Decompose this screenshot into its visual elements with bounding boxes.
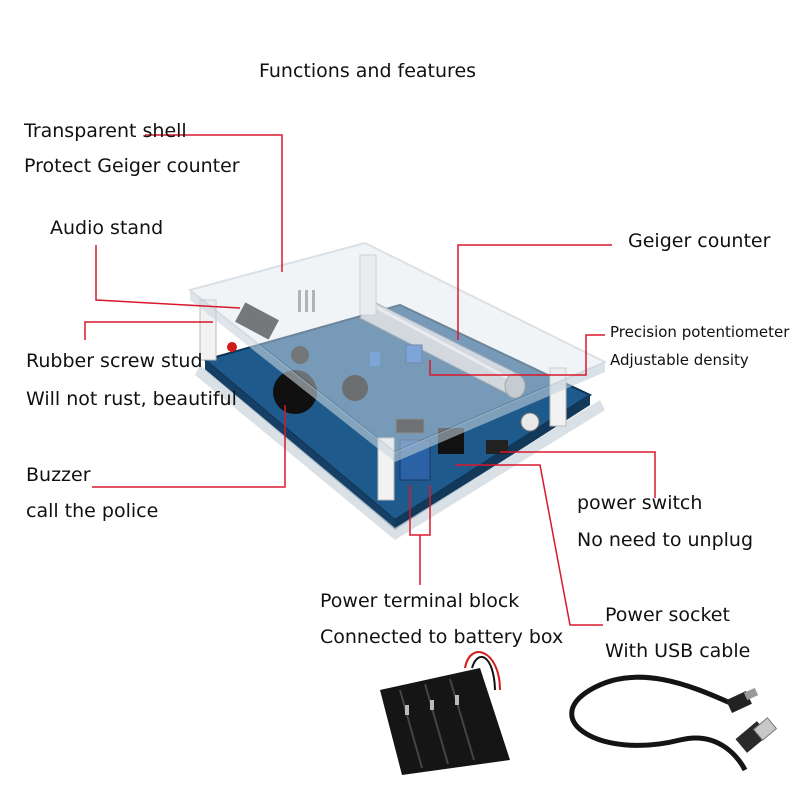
label-geiger-counter: Geiger counter: [628, 230, 771, 252]
leader-lines: [84, 134, 656, 626]
label-no-rust: Will not rust, beautiful: [26, 388, 237, 410]
label-protect-geiger: Protect Geiger counter: [24, 155, 240, 177]
label-connected-battery-box: Connected to battery box: [320, 626, 564, 648]
geiger-tube: [359, 299, 526, 399]
label-rubber-screw-stud: Rubber screw stud: [26, 350, 203, 372]
page-title: Functions and features: [259, 60, 477, 82]
label-precision-potentiometer: Precision potentiometer: [610, 323, 790, 341]
label-power-terminal-block: Power terminal block: [320, 590, 520, 612]
label-power-socket: Power socket: [605, 604, 730, 626]
board-components: [227, 290, 540, 481]
label-audio-stand: Audio stand: [50, 217, 164, 239]
label-adjustable-density: Adjustable density: [610, 351, 749, 369]
label-buzzer: Buzzer: [26, 464, 91, 486]
battery-box: [380, 651, 510, 775]
label-transparent-shell: Transparent shell: [24, 120, 187, 142]
label-no-need-to-unplug: No need to unplug: [577, 529, 754, 551]
label-call-police: call the police: [26, 500, 159, 522]
usb-cable: [569, 674, 778, 772]
label-power-switch: power switch: [577, 492, 703, 514]
transparent-shell: [187, 241, 608, 462]
label-usb-cable: With USB cable: [605, 640, 751, 662]
